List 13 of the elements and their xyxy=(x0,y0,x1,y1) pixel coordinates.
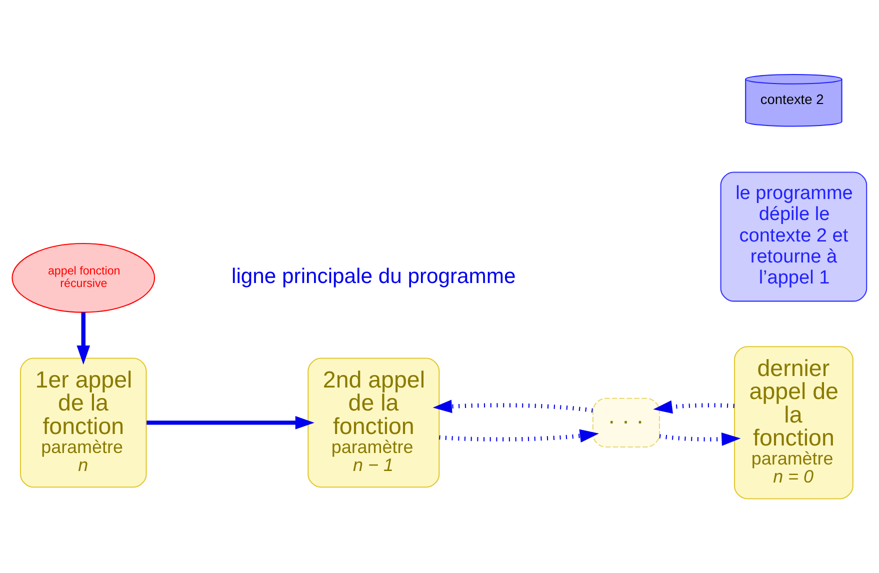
arrow xyxy=(659,432,741,446)
node-ellipse: appel fonction récursive xyxy=(12,242,156,313)
node-box: 2nd appel de la fonction paramètre n − 1 xyxy=(308,358,440,488)
node-box: dernier appel de la fonction paramètre n = 0 xyxy=(734,346,854,500)
arrow xyxy=(146,416,314,430)
arrow xyxy=(76,312,90,365)
node-box: 1er appel de la fonction paramètre n xyxy=(20,358,147,488)
arrow xyxy=(439,429,599,442)
arrow xyxy=(432,400,593,414)
arrow xyxy=(653,400,734,414)
label: ligne principale du programme xyxy=(232,265,516,288)
node-box: · · · xyxy=(592,398,660,448)
node-box: le programme dépile le contexte 2 et retourne à l’appel 1 xyxy=(720,172,868,302)
